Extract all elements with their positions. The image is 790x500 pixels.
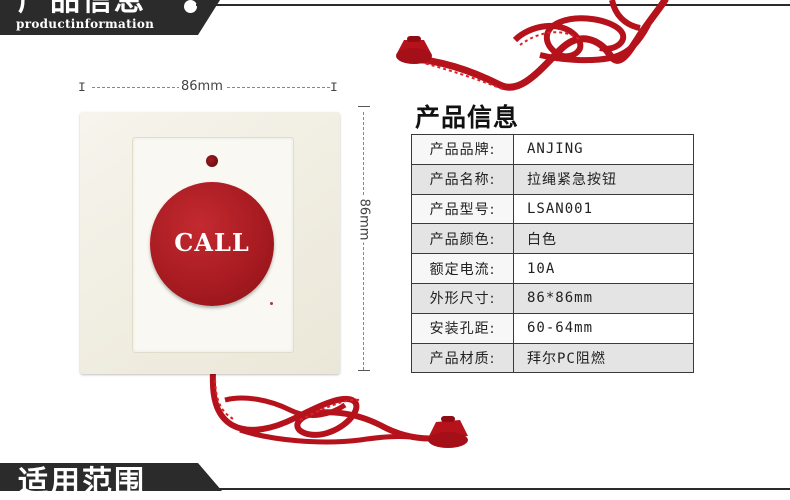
table-row: 额定电流: 10A — [411, 253, 694, 284]
table-row: 产品颜色: 白色 — [411, 223, 694, 255]
spec-title: 产品信息 — [415, 103, 520, 132]
spec-label: 产品颜色: — [411, 223, 514, 255]
header-banner — [0, 0, 228, 35]
width-dimension: I 86mm I — [78, 79, 340, 96]
table-row: 产品名称: 拉绳紧急按钮 — [411, 163, 694, 195]
bottom-cord-illustration — [209, 369, 468, 448]
call-button-label: CALL — [174, 228, 250, 257]
spec-value: ANJING — [513, 134, 694, 165]
dim-tick-right: I — [330, 80, 338, 95]
spec-label: 安装孔距: — [411, 312, 514, 344]
spec-label: 产品名称: — [411, 163, 514, 195]
spec-value: 拜尔PC阻燃 — [513, 342, 694, 374]
footer-divider — [214, 488, 790, 490]
section-title: 产品信息 — [18, 0, 146, 18]
height-dimension: 86mm — [355, 100, 373, 376]
spec-value: 白色 — [513, 223, 694, 255]
footer-banner — [0, 463, 230, 491]
spec-table: 产品品牌: ANJING 产品名称: 拉绳紧急按钮 产品型号: LSAN001 … — [411, 134, 694, 374]
table-row: 产品品牌: ANJING — [411, 134, 694, 165]
width-label: 86mm — [179, 79, 225, 94]
top-cord-illustration — [396, 0, 669, 91]
spec-value: 10A — [513, 253, 694, 284]
spec-label: 产品品牌: — [411, 134, 514, 165]
section-subtitle: productinformation — [16, 17, 155, 31]
table-row: 安装孔距: 60-64mm — [411, 312, 694, 344]
header-divider — [196, 4, 790, 6]
switch-panel: CALL — [132, 137, 294, 353]
switch-plate: CALL — [80, 112, 340, 374]
call-button[interactable]: CALL — [150, 182, 274, 306]
spec-label: 外形尺寸: — [411, 282, 514, 314]
table-row: 产品型号: LSAN001 — [411, 193, 694, 225]
footer-banner-shape — [0, 463, 222, 491]
dot-icon — [184, 0, 197, 13]
spec-value: 60-64mm — [513, 312, 694, 344]
spec-label: 产品型号: — [411, 193, 514, 225]
table-row: 产品材质: 拜尔PC阻燃 — [411, 342, 694, 374]
header-banner-shape — [0, 0, 220, 35]
spec-label: 产品材质: — [411, 342, 514, 374]
dim-tick-left: I — [78, 80, 86, 95]
status-dot-icon — [270, 302, 273, 305]
spec-label: 额定电流: — [411, 253, 514, 284]
table-row: 外形尺寸: 86*86mm — [411, 282, 694, 314]
spec-value: 拉绳紧急按钮 — [513, 163, 694, 195]
indicator-light-icon — [206, 155, 218, 167]
dim-tick-top — [358, 106, 370, 107]
footer-section-title: 适用范围 — [18, 465, 146, 500]
spec-value: 86*86mm — [513, 282, 694, 314]
spec-value: LSAN001 — [513, 193, 694, 225]
dim-tick-bottom — [358, 370, 370, 371]
